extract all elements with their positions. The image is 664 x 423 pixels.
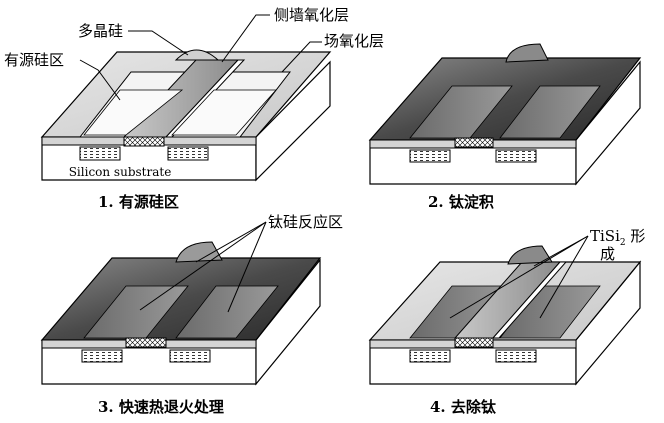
drain-region: [169, 349, 211, 363]
source-region: [409, 149, 451, 163]
substrate-right-face: [255, 60, 331, 182]
reaction-region-left: [83, 285, 189, 339]
drain-region: [495, 349, 537, 363]
source-region: [81, 349, 123, 363]
gate-oxide: [123, 136, 165, 147]
leader-sidewall: [221, 14, 270, 63]
substrate-label: Silicon substrate: [69, 165, 172, 179]
caption-step-4: 4. 去除钛: [430, 398, 497, 416]
drain-region: [167, 146, 209, 161]
label-polysilicon: 多晶硅: [78, 22, 123, 40]
label-field-oxide: 场氧化层: [324, 32, 384, 50]
source-region: [79, 146, 121, 161]
caption-step-2: 2. 钛淀积: [428, 193, 494, 211]
panel-1-active-silicon: Silicon substrate 多晶硅 侧墙氧化层 场氧化层 有源硅区 1.…: [4, 6, 384, 211]
titanium-well-left: [409, 85, 513, 139]
tisi2-prefix: TiSi: [590, 227, 620, 245]
reaction-region-right: [175, 285, 279, 339]
panel-3-rapid-thermal-anneal: 钛硅反应区 3. 快速热退火处理: [40, 213, 343, 416]
leader-tisi2-2: [533, 235, 589, 267]
poly-bump: [174, 49, 220, 61]
substrate-right-face: [255, 258, 321, 386]
substrate-right-face: [575, 60, 641, 186]
poly-bump-annealed: [175, 241, 223, 263]
caption-step-3: 3. 快速热退火处理: [98, 398, 224, 416]
sidewall-spacer: [164, 59, 246, 138]
sidewall-spacer: [491, 261, 568, 339]
leader-reaction-1: [139, 221, 267, 311]
label-sidewall-oxide: 侧墙氧化层: [274, 6, 349, 24]
gate-oxide: [454, 137, 494, 148]
caption-step-1: 1. 有源硅区: [98, 193, 179, 211]
source-region: [409, 349, 451, 363]
gate-oxide: [125, 337, 167, 348]
leader-field-oxide: [281, 41, 322, 73]
tisi2-suffix-1: 形: [626, 227, 646, 245]
leader-tisi2-1: [449, 235, 589, 319]
poly-bump-titanium: [505, 43, 549, 63]
leader-reaction-3: [227, 221, 267, 313]
leader-polysilicon: [128, 30, 189, 56]
leader-active: [79, 59, 121, 101]
label-tisi2-formed: TiSi2 形: [590, 227, 645, 248]
panel-4-remove-titanium: TiSi2 形 成 4. 去除钛: [368, 227, 645, 416]
gate-oxide: [454, 337, 494, 348]
label-tisi2-formed-line2: 成: [600, 245, 615, 263]
label-active-region: 有源硅区: [4, 51, 64, 69]
label-ti-si-reaction-region: 钛硅反应区: [268, 213, 343, 231]
leader-reaction-2: [195, 221, 267, 263]
titanium-well-right: [499, 85, 601, 139]
panel-2-titanium-deposition: 2. 钛淀积: [368, 43, 642, 211]
leader-tisi2-3: [539, 235, 589, 319]
tisi2-subscript: 2: [620, 238, 626, 248]
poly-bump-tisi2: [507, 245, 553, 265]
drain-region: [495, 149, 537, 163]
